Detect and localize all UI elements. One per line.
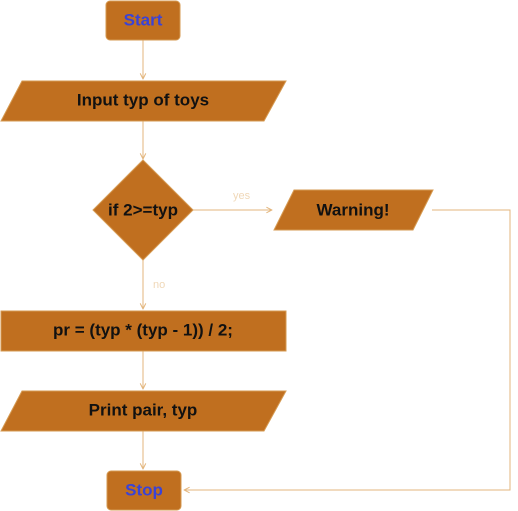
stop-node: Stop bbox=[106, 470, 182, 511]
warning-label: Warning! bbox=[316, 200, 389, 219]
input-label: Input typ of toys bbox=[77, 90, 209, 109]
process-label: pr = (typ * (typ - 1)) / 2; bbox=[53, 320, 233, 339]
process-node: pr = (typ * (typ - 1)) / 2; bbox=[0, 310, 287, 352]
start-node: Start bbox=[105, 0, 181, 41]
stop-label: Stop bbox=[125, 480, 163, 499]
edge-warning-to-stop bbox=[184, 209, 511, 490]
output-node: Print pair, typ bbox=[0, 390, 287, 432]
decision-label: if 2>=typ bbox=[108, 200, 178, 219]
decision-node: if 2>=typ bbox=[92, 159, 194, 261]
output-label: Print pair, typ bbox=[89, 400, 198, 419]
edge-label-no: no bbox=[153, 279, 165, 291]
edge-label-yes: yes bbox=[233, 190, 251, 202]
warning-node: Warning! bbox=[273, 189, 434, 231]
input-node: Input typ of toys bbox=[0, 80, 287, 122]
start-label: Start bbox=[124, 10, 163, 29]
